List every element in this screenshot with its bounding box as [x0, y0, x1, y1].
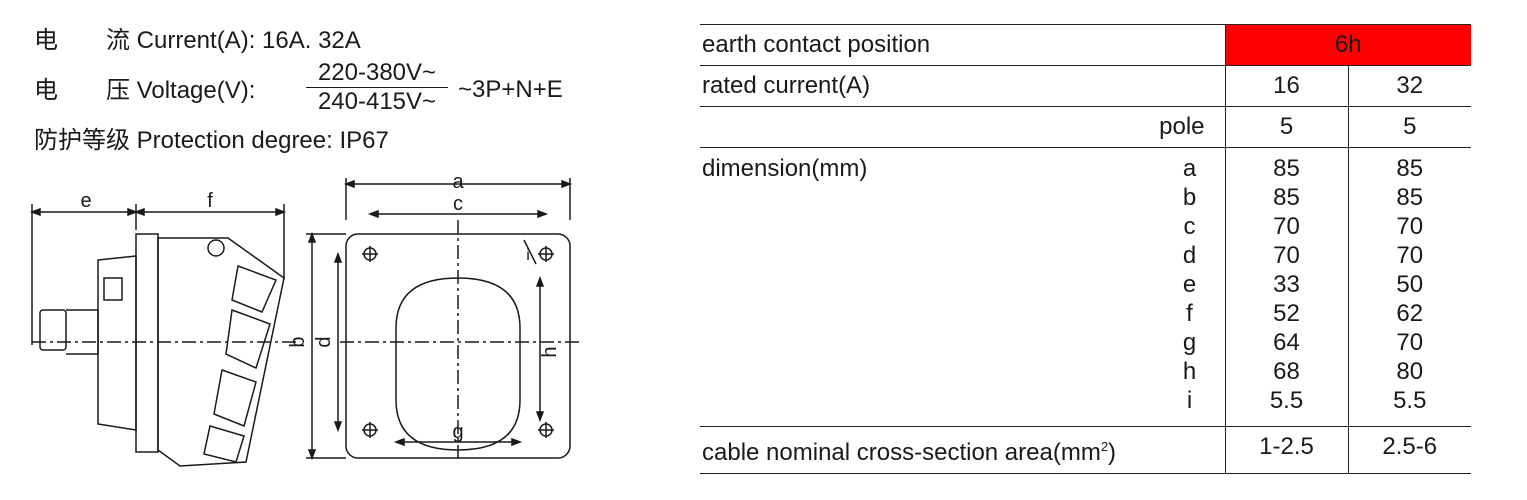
- cable-32: 2.5-6: [1347, 426, 1472, 474]
- row-earth: earth contact position 6h: [700, 24, 1472, 66]
- pole-label: pole: [700, 106, 1225, 148]
- side-view: [32, 233, 300, 467]
- dimension-value-16: 33: [1273, 271, 1300, 298]
- dimension-value-16: 85: [1273, 155, 1300, 182]
- dimension-key: d: [1182, 242, 1197, 269]
- spec-voltage: 电 压 Voltage(V):: [34, 76, 255, 105]
- spec-voltage-cn: 电 压: [34, 76, 130, 104]
- cable-16: 1-2.5: [1224, 426, 1348, 474]
- spec-protection: 防护等级 Protection degree: IP67: [34, 126, 389, 155]
- dimension-value-32: 85: [1396, 184, 1424, 211]
- voltage-suffix: ~3P+N+E: [458, 76, 563, 103]
- voltage-top: 220-380V~: [317, 59, 437, 86]
- dimension-key: e: [1182, 271, 1197, 298]
- cable-cell: cable nominal cross-section area(mm2): [700, 426, 1225, 474]
- label-a: a: [452, 171, 464, 193]
- label-f: f: [207, 190, 213, 212]
- dimension-key: f: [1186, 300, 1193, 327]
- spec-protection-cn: 防护等级: [34, 126, 130, 154]
- dimension-value-16: 5.5: [1269, 387, 1304, 414]
- label-b: b: [287, 336, 309, 347]
- fraction-bar: [306, 87, 448, 88]
- spec-protection-en: Protection degree: IP67: [136, 127, 389, 154]
- current-label: rated current(A): [700, 65, 1225, 107]
- spec-voltage-en: Voltage(V):: [136, 77, 256, 104]
- dimension-value-32: 70: [1396, 329, 1424, 356]
- dimension-value-16: 70: [1273, 242, 1300, 269]
- earth-value: 6h: [1224, 24, 1472, 66]
- dimension-value-32: 70: [1396, 242, 1424, 269]
- row-cable: cable nominal cross-section area(mm2) 1-…: [700, 426, 1472, 474]
- spec-current-en: Current(A): 16A. 32A: [136, 27, 361, 54]
- dimension-value-32: 50: [1396, 271, 1424, 298]
- dimension-value-16: 70: [1273, 213, 1300, 240]
- label-h: h: [539, 346, 561, 357]
- voltage-fraction: 220-380V~ 240-415V~: [302, 60, 452, 115]
- label-e: e: [80, 190, 91, 212]
- dimension-key: c: [1183, 213, 1196, 240]
- spec-current-cn: 电 流: [34, 26, 130, 54]
- spec-current: 电 流 Current(A): 16A. 32A: [34, 26, 361, 55]
- front-view: a c i b d h g: [287, 171, 580, 461]
- dimension-value-16: 68: [1273, 358, 1300, 385]
- dimension-key: h: [1182, 358, 1197, 385]
- dimension-value-16: 52: [1273, 300, 1300, 327]
- dimension-value-32: 62: [1396, 300, 1424, 327]
- dimension-key: g: [1182, 329, 1197, 356]
- arrow-heads-ef: [29, 207, 287, 217]
- voltage-bottom: 240-415V~: [317, 88, 437, 115]
- dimension-key: i: [1186, 387, 1193, 414]
- cable-sup: 2: [1100, 439, 1109, 454]
- current-32: 32: [1347, 65, 1472, 107]
- label-g: g: [452, 421, 463, 443]
- dimension-value-16: 85: [1273, 184, 1300, 211]
- dimension-label: dimension(mm): [702, 155, 868, 182]
- dimension-value-16: 64: [1273, 329, 1300, 356]
- cable-label: cable nominal cross-section area(mm: [702, 439, 1101, 466]
- technical-drawing: e f a c i: [29, 171, 580, 467]
- label-c: c: [453, 193, 463, 215]
- earth-label: earth contact position: [700, 24, 1225, 66]
- dimension-key: a: [1182, 155, 1197, 182]
- row-pole: pole 5 5: [700, 106, 1472, 148]
- row-current: rated current(A) 16 32: [700, 65, 1472, 107]
- pole-16: 5: [1224, 106, 1348, 148]
- dimension-value-32: 80: [1396, 358, 1424, 385]
- cable-close: ): [1108, 439, 1117, 466]
- current-16: 16: [1224, 65, 1348, 107]
- dimension-value-32: 70: [1396, 213, 1424, 240]
- label-i: i: [526, 247, 530, 264]
- dimension-value-32: 85: [1396, 155, 1424, 182]
- spec-table: earth contact position 6h rated current(…: [700, 24, 1472, 474]
- dimension-value-32: 5.5: [1393, 387, 1427, 414]
- dimension-key: b: [1182, 184, 1197, 211]
- pole-32: 5: [1347, 106, 1472, 148]
- label-d: d: [313, 336, 335, 347]
